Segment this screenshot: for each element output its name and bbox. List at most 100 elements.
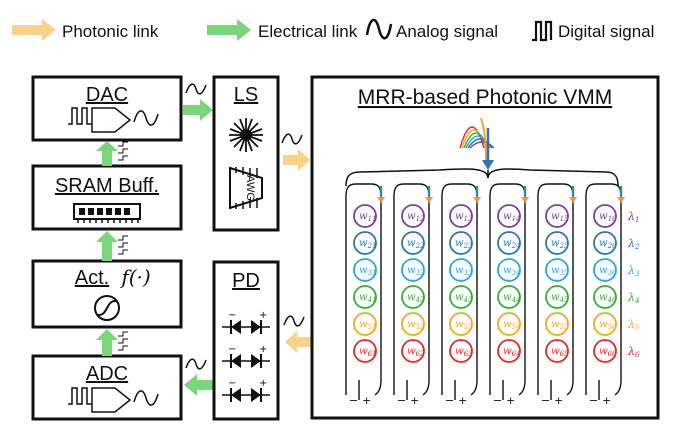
weight-index: 26 — [607, 242, 617, 250]
bus-waveguide — [489, 183, 526, 395]
photodiode-icon: − + − + − + — [222, 310, 270, 402]
analog-wave-icon — [365, 18, 393, 40]
mrr-ring: w65 — [545, 339, 569, 363]
mrr-ring: w15 — [545, 204, 569, 228]
wavelength-index: 5 — [635, 324, 640, 332]
weight-index: 23 — [463, 242, 473, 250]
bus-waveguide — [441, 183, 478, 395]
pd-minus-3: − — [228, 378, 236, 389]
weight-index: 53 — [464, 323, 473, 331]
weight-index: 24 — [511, 242, 521, 250]
output-minus: − — [493, 394, 502, 407]
vmm-block: MRR-based Photonic VMM −+w11w21w31w41w51… — [310, 75, 660, 420]
pd-label: PD — [232, 270, 260, 292]
output-plus: + — [410, 394, 419, 407]
input-arrow-head — [617, 197, 625, 203]
mrr-ring: w25 — [545, 231, 569, 255]
mrr-ring: w14 — [497, 204, 521, 228]
mrr-ring: w63 — [449, 339, 473, 363]
pd-minus-2: − — [228, 344, 236, 355]
weight-index: 55 — [560, 323, 569, 331]
dac-label: DAC — [86, 84, 128, 106]
output-minus: − — [541, 394, 550, 407]
bus-waveguide — [585, 183, 622, 395]
weight-index: 36 — [608, 269, 617, 277]
mrr-ring: w22 — [401, 231, 425, 255]
weight-index: 22 — [415, 242, 425, 250]
weight-index: 63 — [464, 350, 473, 358]
drop-waveguide — [422, 196, 430, 396]
weight-index: 64 — [512, 350, 521, 358]
vmm-columns: −+w11w21w31w41w51w61−+w12w22w32w42w52w62… — [345, 183, 625, 407]
activation-function: f(·) — [119, 265, 150, 289]
weight-index: 34 — [512, 269, 521, 277]
photonic-arrow-icon — [12, 19, 56, 41]
mrr-ring: w56 — [593, 312, 617, 336]
mrr-ring: w46 — [593, 285, 617, 309]
mrr-ring: w31 — [353, 258, 377, 282]
mrr-ring: w53 — [449, 312, 473, 336]
output-plus: + — [506, 394, 515, 407]
adc-block: ADC — [31, 354, 183, 421]
mrr-ring: w44 — [497, 285, 521, 309]
output-plus: + — [458, 394, 467, 407]
weight-index: 11 — [368, 215, 377, 223]
weight-index: 44 — [511, 296, 521, 304]
photonic-link-ls-to-vmm — [281, 133, 310, 171]
bus-waveguide — [393, 183, 430, 395]
bus-waveguide — [537, 183, 574, 395]
sram-label: SRAM Buff. — [55, 175, 159, 197]
memory-chip-icon — [73, 203, 141, 223]
pd-block: PD − + − + − + — [212, 260, 280, 421]
mrr-ring: w35 — [545, 258, 569, 282]
electrical-link-adc-to-act — [96, 329, 128, 356]
input-arrow-head — [473, 197, 481, 203]
pd-plus-1: + — [259, 310, 267, 321]
mrr-ring: w11 — [353, 204, 377, 228]
sram-block: SRAM Buff. — [31, 164, 183, 231]
mrr-ring: w34 — [497, 258, 521, 282]
digital-pulse-icon — [532, 20, 553, 42]
weight-index: 51 — [368, 323, 377, 331]
weight-index: 43 — [463, 296, 473, 304]
weight-index: 35 — [560, 269, 569, 277]
input-arrow-head — [425, 197, 433, 203]
drop-waveguide — [470, 196, 478, 396]
pd-minus-1: − — [228, 310, 236, 321]
electrical-link-dac-to-ls — [183, 83, 213, 121]
output-minus: − — [349, 394, 358, 407]
bus-waveguide — [345, 183, 382, 395]
adc-symbol-icon — [68, 387, 159, 413]
wdm-input-icon — [459, 117, 495, 170]
photonic-link-vmm-to-pd — [283, 315, 312, 353]
legend: Photonic link Electrical link Analog sig… — [12, 18, 654, 42]
wavelength-index: 4 — [634, 297, 639, 305]
wavelength-index: 3 — [635, 270, 640, 278]
drop-waveguide — [566, 196, 574, 396]
weight-index: 45 — [559, 296, 569, 304]
weight-index: 66 — [608, 350, 617, 358]
drop-waveguide — [374, 196, 382, 396]
legend-analog-signal: Analog signal — [396, 22, 498, 41]
wavelength-index: 6 — [635, 351, 640, 359]
output-plus: + — [362, 394, 371, 407]
weight-index: 61 — [368, 350, 377, 358]
mrr-ring: w52 — [401, 312, 425, 336]
weight-index: 12 — [416, 215, 425, 223]
mrr-ring: w12 — [401, 204, 425, 228]
output-plus: + — [554, 394, 563, 407]
mrr-ring: w55 — [545, 312, 569, 336]
electrical-link-sram-to-dac — [96, 141, 128, 166]
pd-plus-2: + — [259, 344, 267, 355]
mrr-ring: w45 — [545, 285, 569, 309]
activation-label: Act. — [75, 267, 109, 289]
electrical-link-pd-to-adc — [184, 358, 214, 396]
vmm-title: MRR-based Photonic VMM — [358, 86, 612, 109]
drop-waveguide — [614, 196, 622, 396]
output-minus: − — [445, 394, 454, 407]
pd-plus-3: + — [259, 378, 267, 389]
electrical-link-act-to-sram — [96, 231, 128, 261]
weight-index: 56 — [608, 323, 617, 331]
